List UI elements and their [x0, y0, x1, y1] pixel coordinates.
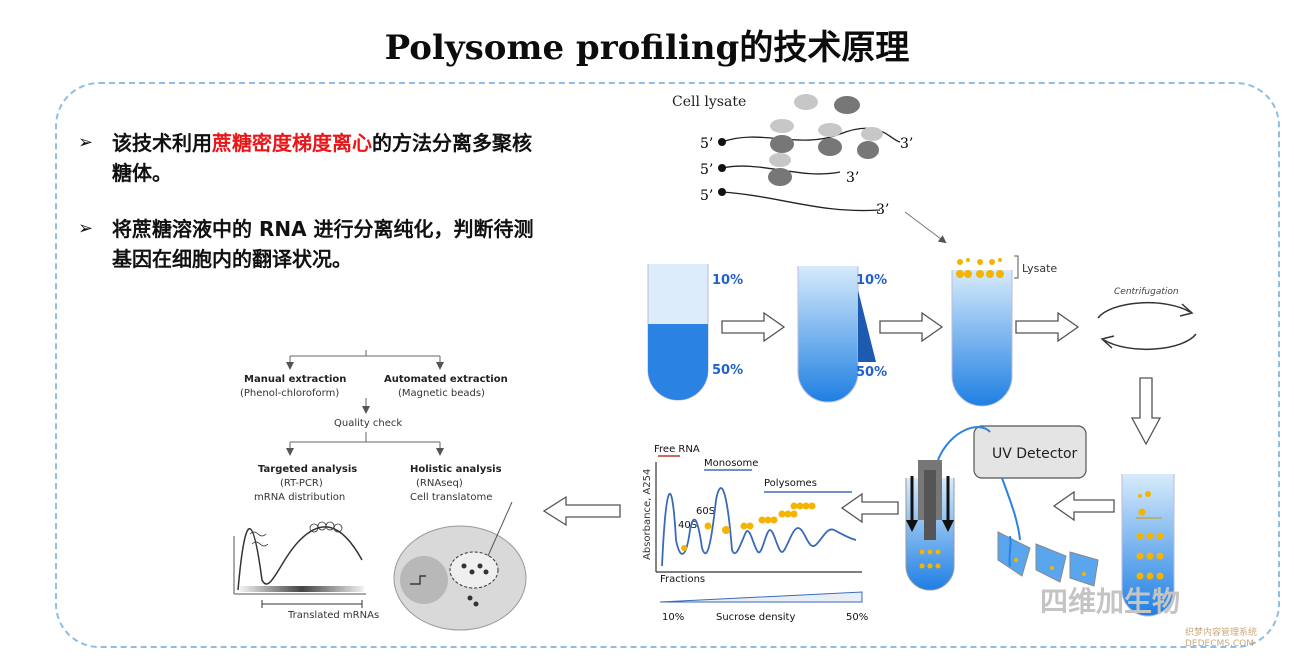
five-prime-label: 5’	[700, 136, 713, 152]
bullet-highlight: 蔗糖密度梯度离心	[212, 131, 372, 155]
targeted-title: Targeted analysis	[258, 464, 357, 475]
bullet-list: ➢ 该技术利用蔗糖密度梯度离心的方法分离多聚核糖体。 ➢ 将蔗糖溶液中的 RNA…	[78, 128, 548, 300]
profile-curve	[661, 487, 857, 567]
uv-detector-box: UV Detector	[973, 425, 1087, 479]
cell-illustration	[393, 501, 527, 631]
right-arrow-icon	[721, 311, 786, 343]
flow-tube	[937, 426, 991, 461]
cap-icon	[718, 188, 726, 196]
piercing-tube	[905, 460, 955, 591]
ribosome-group	[768, 153, 792, 186]
content-frame	[55, 82, 1280, 648]
automated-extraction-title: Automated extraction	[384, 374, 508, 385]
bullet-text: 将蔗糖溶液中的 RNA 进行分离纯化，判断待测基因在细胞内的翻译状况。	[112, 217, 534, 271]
gradient-wedge-icon	[858, 290, 876, 362]
bullet-text: 该技术利用蔗糖密度梯度离心的方法分离多聚核糖体。	[112, 128, 548, 188]
three-prime-label: 3’	[846, 170, 859, 186]
cap-icon	[718, 138, 726, 146]
three-prime-label: 3’	[900, 136, 913, 152]
pct-low-label: 10%	[712, 273, 743, 288]
lysate-label: Lysate	[1022, 262, 1057, 275]
left-arrow-icon	[1052, 490, 1115, 522]
centrifugation-icon: Centrifugation	[1097, 287, 1197, 351]
down-arrow-icon	[1130, 377, 1162, 446]
monosome-label: Monosome	[704, 458, 758, 469]
sucrose-wedge	[659, 591, 863, 603]
quality-check-label: Quality check	[334, 418, 402, 429]
free-ribosome-subunit	[794, 94, 818, 110]
tube-with-lysate: Lysate	[951, 255, 1057, 407]
bullet-text-pre: 该技术利用	[112, 131, 212, 155]
lysate-bracket	[1014, 255, 1019, 279]
polysome-profile: Absorbance, A254 Free RNA Monosome Polys…	[642, 444, 868, 623]
mrna-strand	[721, 191, 881, 212]
site-watermark: 织梦内容管理系统 DEDECMS.COM	[1185, 628, 1257, 650]
pointer-line	[904, 211, 947, 244]
left-arrow-icon	[840, 492, 899, 524]
watermark-line2: DEDECMS.COM	[1185, 639, 1254, 649]
free-ribosome-subunit	[834, 96, 860, 114]
tube-row: 10% 50% 10% 50% Lysate	[647, 255, 1197, 446]
wechat-watermark: 四维加生物	[1040, 585, 1181, 618]
five-prime-label: 5’	[700, 162, 713, 178]
s60-label: 60S	[696, 506, 715, 517]
manual-extraction-sub: (Phenol-chloroform)	[240, 388, 339, 399]
bullet-item: ➢ 该技术利用蔗糖密度梯度离心的方法分离多聚核糖体。	[78, 128, 548, 188]
manual-extraction-title: Manual extraction	[244, 374, 346, 385]
sucrose-density-label: Sucrose density	[716, 612, 795, 623]
arrow-bullet-icon: ➢	[78, 218, 94, 239]
uv-detector-label: UV Detector	[992, 446, 1078, 462]
free-rna-label: Free RNA	[654, 444, 700, 455]
polysomes-label: Polysomes	[764, 478, 817, 489]
holistic-title: Holistic analysis	[410, 464, 502, 475]
cell-lysate-label: Cell lysate	[672, 94, 746, 110]
automated-extraction-sub: (Magnetic beads)	[398, 388, 485, 399]
mrna-distribution-plot: Translated mRNAs	[233, 521, 379, 621]
pct-high-label: 50%	[856, 365, 887, 380]
watermark-line1: 织梦内容管理系统	[1185, 628, 1258, 638]
sucrose-right-label: 50%	[846, 612, 868, 623]
holistic-sub2: Cell translatome	[410, 492, 492, 503]
profile-y-label: Absorbance, A254	[642, 469, 653, 560]
targeted-sub1: (RT-PCR)	[280, 478, 323, 489]
separated-tube	[1121, 474, 1175, 617]
page-title: Polysome profiling的技术原理	[384, 28, 910, 68]
cap-icon	[718, 164, 726, 172]
holistic-sub1: (RNAseq)	[416, 478, 463, 489]
pct-high-label: 50%	[712, 363, 743, 378]
uv-detection-panel: UV Detector	[840, 425, 1175, 617]
tube-gradient: 10% 50%	[797, 266, 887, 403]
centrifugation-label: Centrifugation	[1114, 287, 1179, 297]
arrow-bullet-icon: ➢	[78, 132, 94, 153]
s40-label: 40S	[678, 520, 697, 531]
five-prime-label: 5’	[700, 188, 713, 204]
cell-lysate-panel: Cell lysate 5’ 5’ 5’ 3’ 3’ 3’	[672, 94, 947, 244]
sucrose-left-label: 10%	[662, 612, 684, 623]
left-arrow-icon	[542, 495, 621, 527]
bullet-text-post: 的方法分离多聚核糖体。	[112, 131, 532, 185]
targeted-sub2: mRNA distribution	[254, 492, 345, 503]
bullet-item: ➢ 将蔗糖溶液中的 RNA 进行分离纯化，判断待测基因在细胞内的翻译状况。	[78, 214, 548, 274]
right-arrow-icon	[879, 311, 944, 343]
ribosome-peaks	[681, 502, 816, 551]
pct-low-label: 10%	[856, 273, 887, 288]
translated-mrnas-label: Translated mRNAs	[287, 610, 379, 621]
three-prime-label: 3’	[876, 202, 889, 218]
rna-analysis-flowchart: Manual extraction (Phenol-chloroform) Au…	[233, 350, 527, 631]
flow-tube	[1001, 477, 1021, 541]
ribosome-group	[770, 119, 883, 159]
right-arrow-icon	[1015, 311, 1080, 343]
fractions-label: Fractions	[660, 574, 705, 585]
tube-10-50: 10% 50%	[647, 264, 743, 401]
collection-tubes	[997, 531, 1099, 587]
